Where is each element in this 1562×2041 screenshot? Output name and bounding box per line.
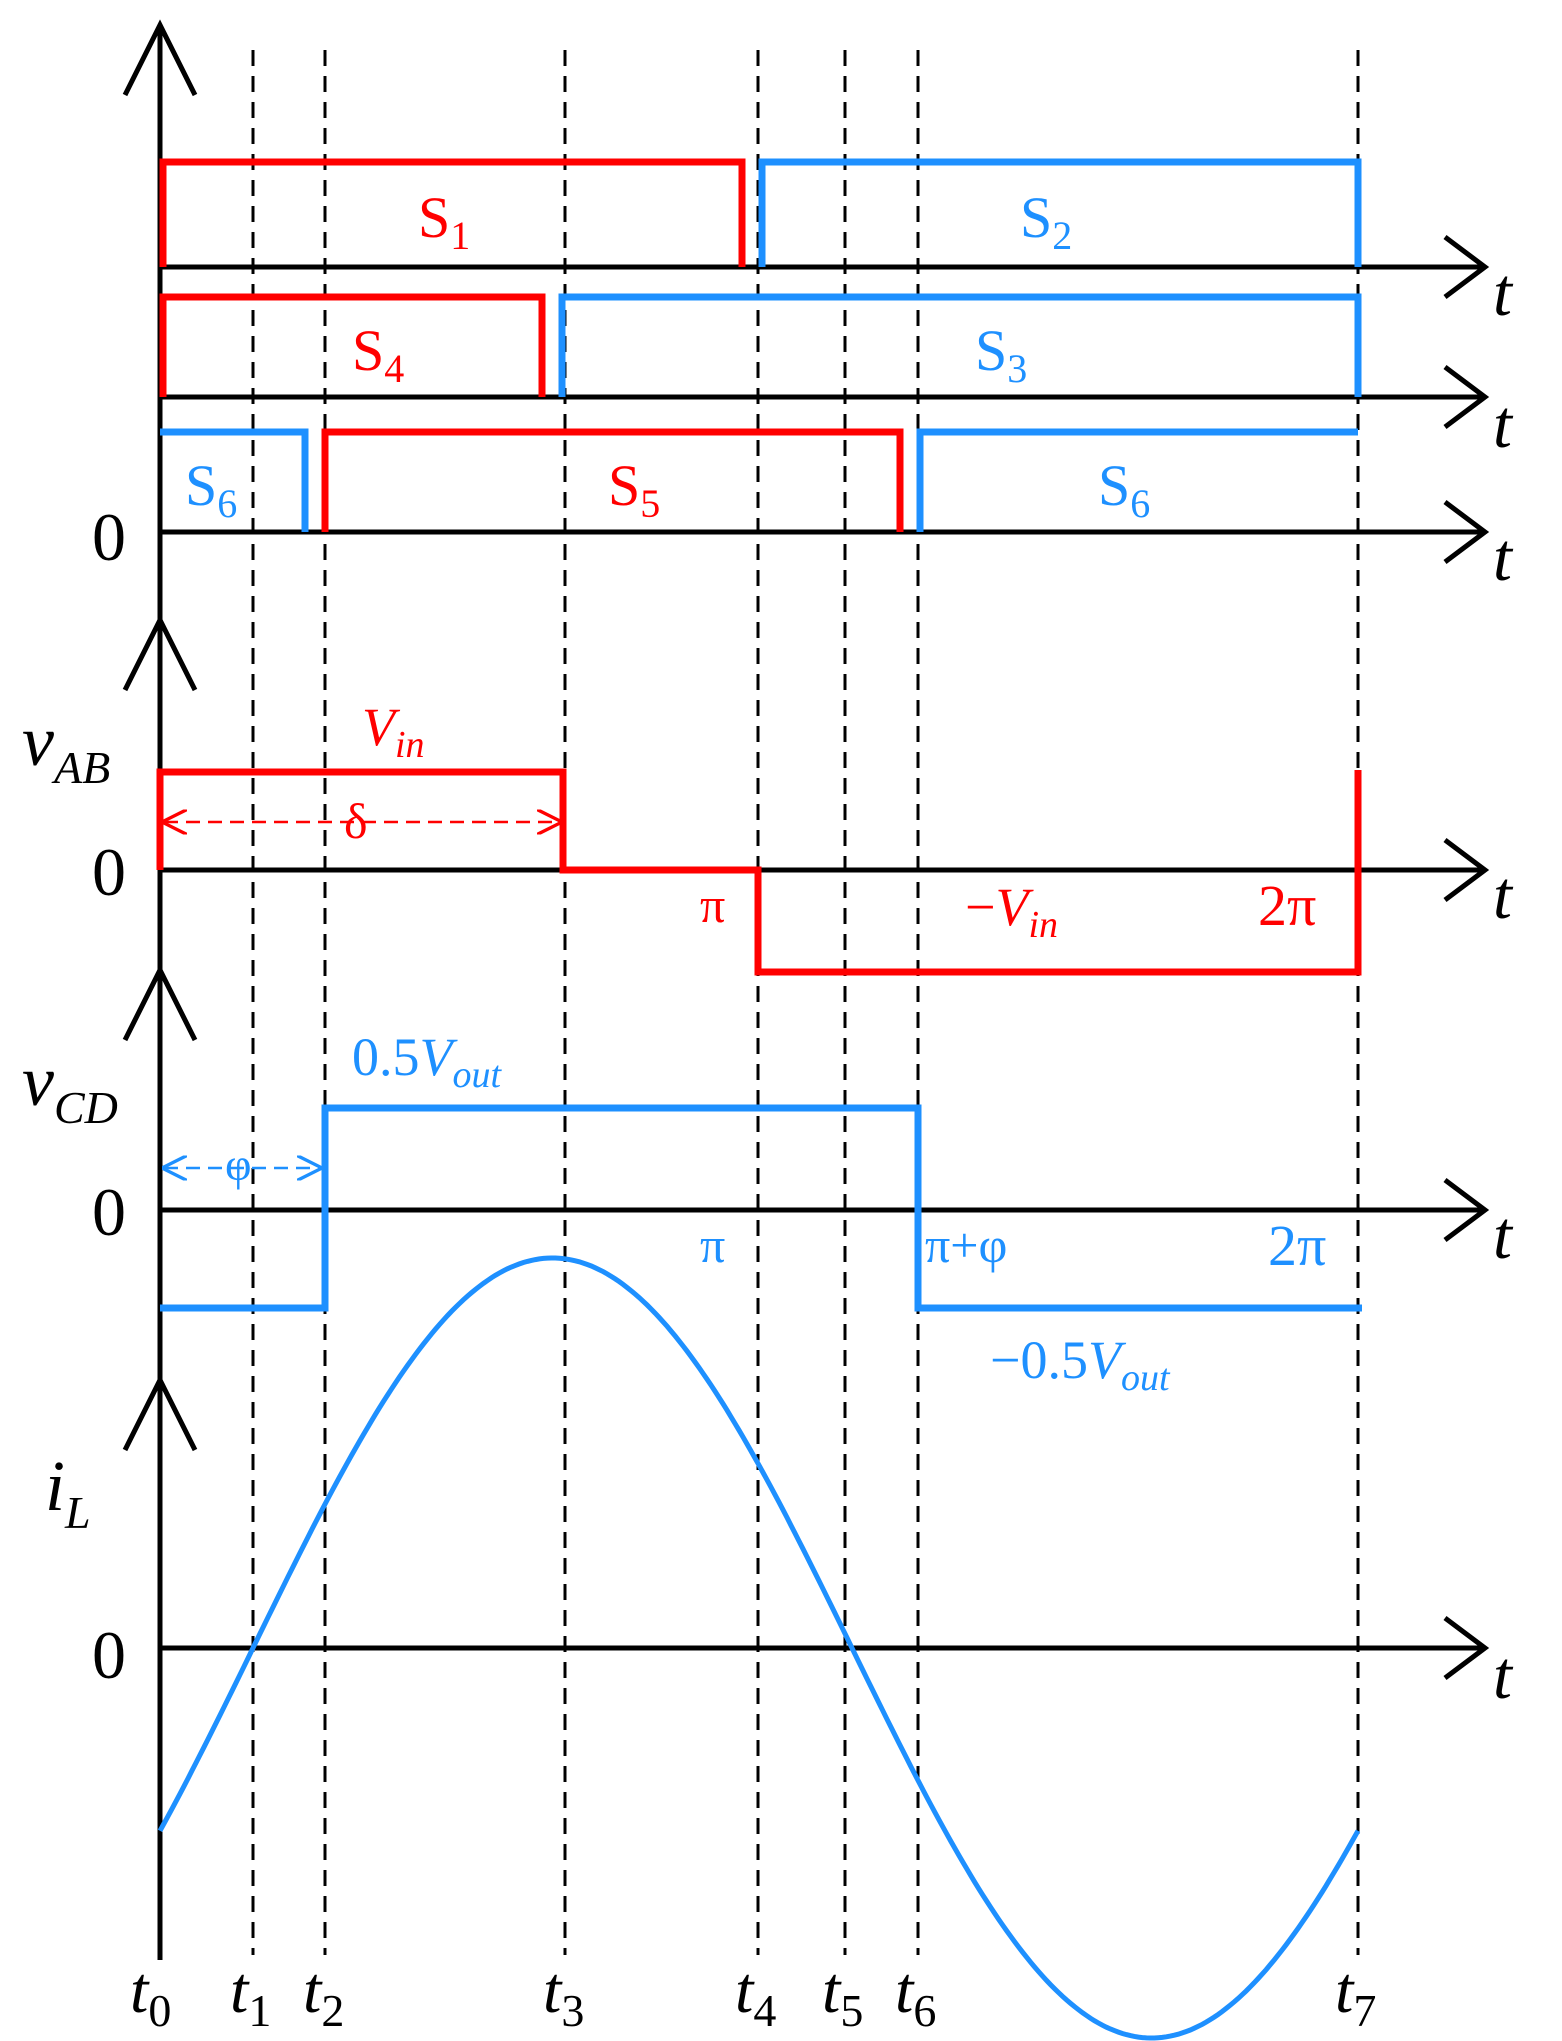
s4-waveform: [159, 293, 546, 397]
vcd-pi-phi-label: π+φ: [925, 1217, 1007, 1273]
axis-arrow-vcd: [122, 964, 198, 1042]
t-label-s3s4: t: [1493, 386, 1514, 462]
vab-pi-label: π: [700, 877, 725, 933]
zero-label-vab: 0: [92, 834, 126, 910]
vcd-low-label: −0.5Vout: [990, 1330, 1171, 1399]
axis-arrow-il: [122, 1374, 198, 1452]
time-label-t3: t3: [543, 1954, 584, 2036]
vcd-pi-label: π: [700, 1217, 725, 1273]
vab-high-label: Vin: [362, 697, 425, 766]
time-label-t1: t1: [230, 1954, 271, 2036]
axis-arrow-vab: [122, 614, 198, 692]
delta-label: δ: [344, 793, 368, 849]
vcd-2pi-label: 2π: [1268, 1213, 1326, 1278]
vab-low-label: −Vin: [965, 877, 1058, 946]
time-label-t5: t5: [822, 1954, 863, 2036]
s5-label: S5: [608, 453, 660, 526]
s6-label-right: S6: [1098, 453, 1150, 526]
s6-waveform-right: [916, 428, 1358, 532]
axis-arrow-top: [122, 19, 198, 97]
vab-waveform: [156, 768, 1362, 976]
time-label-t7: t7: [1335, 1954, 1376, 2036]
s6-label-left: S6: [185, 453, 237, 526]
s2-label: S2: [1020, 185, 1072, 258]
horizontal-axes: [160, 235, 1490, 1680]
t-label-s5s6: t: [1493, 519, 1514, 595]
s4-label: S4: [352, 318, 404, 391]
vcd-waveform: [160, 1104, 1362, 1312]
gate-signals: [159, 158, 1362, 532]
s6-waveform-left: [160, 428, 309, 532]
t-label-vab: t: [1493, 857, 1514, 933]
vab-2pi-label: 2π: [1258, 873, 1316, 938]
s3-label: S3: [975, 318, 1027, 391]
t-label-il: t: [1493, 1637, 1514, 1713]
time-label-t6: t6: [895, 1954, 936, 2036]
il-waveform: [157, 1255, 1361, 2041]
s2-waveform: [758, 158, 1362, 267]
t-label-s1s2: t: [1493, 254, 1514, 330]
s3-waveform: [558, 293, 1362, 397]
s1-label: S1: [418, 185, 470, 258]
vcd-high-label: 0.5Vout: [352, 1027, 503, 1096]
zero-label-il: 0: [92, 1617, 126, 1693]
t-label-vcd: t: [1493, 1197, 1514, 1273]
vab-axis-label: vAB: [22, 701, 110, 793]
zero-label-vcd: 0: [92, 1174, 126, 1250]
zero-label-switches: 0: [92, 499, 126, 575]
time-label-t2: t2: [303, 1954, 344, 2036]
il-axis-label: iL: [45, 1446, 91, 1538]
time-markers: [251, 50, 1360, 1955]
time-label-t4: t4: [735, 1954, 776, 2036]
s1-waveform: [159, 158, 746, 267]
phi-label: φ: [225, 1139, 252, 1190]
vcd-axis-label: vCD: [22, 1041, 118, 1133]
s5-waveform: [321, 428, 904, 532]
time-label-t0: t0: [130, 1954, 171, 2036]
